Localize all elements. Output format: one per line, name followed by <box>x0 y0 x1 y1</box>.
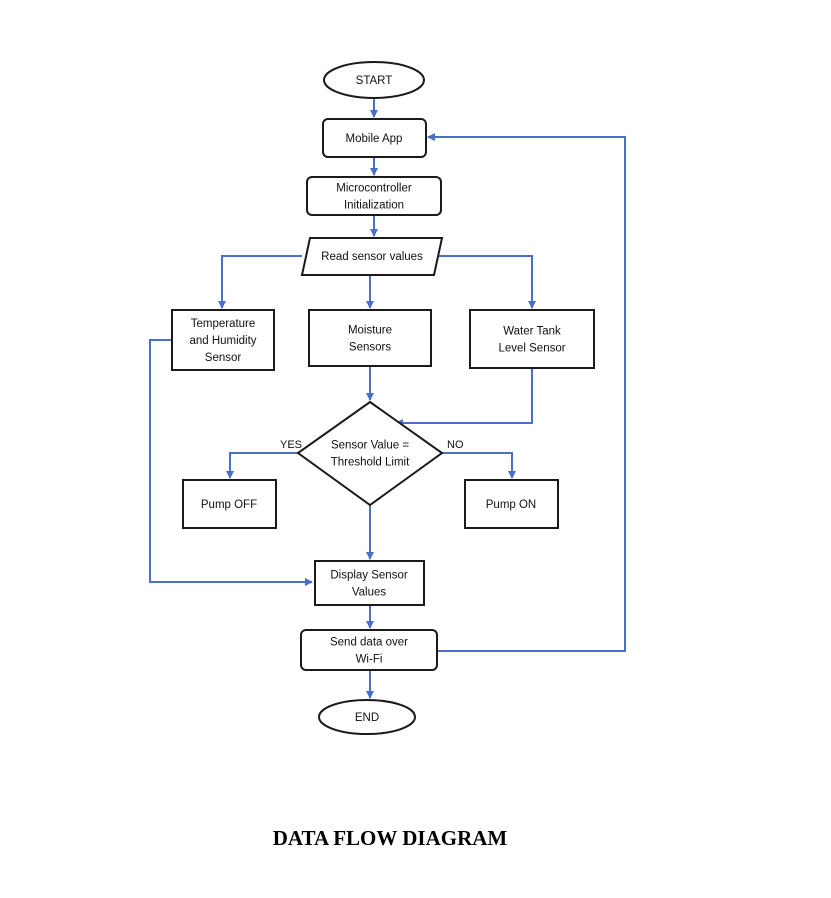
init-box <box>306 176 442 216</box>
edge-read-water <box>436 255 536 309</box>
edge-decision-pump-off <box>226 452 318 479</box>
temp-humidity-box <box>171 309 275 371</box>
node-label-line: Moisture <box>348 325 392 337</box>
node-label-line: and Humidity <box>189 335 256 347</box>
node-label-line: Temperature <box>191 318 256 330</box>
yes-label: YES <box>280 439 302 451</box>
node-label-line: Display Sensor <box>330 570 408 582</box>
node-label-line: Mobile App <box>346 133 403 145</box>
edge-read-temp <box>218 255 302 309</box>
read-sensor-parallelogram <box>300 237 444 276</box>
decision-diamond <box>296 400 444 507</box>
node-label-line: Pump OFF <box>201 499 257 511</box>
end-terminal <box>318 699 416 735</box>
pump-off-box <box>182 479 277 529</box>
edge-temp-display <box>149 339 313 586</box>
node-label-line: END <box>355 712 379 724</box>
node-label-line: Water Tank <box>503 326 561 338</box>
node-label-line: Sensor <box>205 352 242 364</box>
display-box <box>314 560 425 606</box>
node-label-line: Microcontroller <box>336 183 412 195</box>
nodes <box>171 61 595 735</box>
start-label: START <box>356 75 393 87</box>
water-tank-box <box>469 309 595 369</box>
node-label-line: Sensors <box>349 342 391 354</box>
no-label: NO <box>447 439 464 451</box>
send-box <box>300 629 438 671</box>
node-label-line: Pump ON <box>486 499 537 511</box>
pump-on-label: Pump ON <box>486 499 537 511</box>
edge-loop-send-to-mobile-app <box>427 133 626 652</box>
edges <box>149 98 626 699</box>
node-label-line: Level Sensor <box>498 343 565 355</box>
read-sensor-label: Read sensor values <box>321 251 423 263</box>
node-label-line: Wi-Fi <box>356 654 383 666</box>
node-label-line: Threshold Limit <box>331 457 410 469</box>
node-label-line: Send data over <box>330 637 408 649</box>
start-terminal <box>323 61 425 99</box>
moisture-box <box>308 309 432 367</box>
edge-decision-pump-on <box>441 452 516 479</box>
node-label-line: START <box>356 75 393 87</box>
end-label: END <box>355 712 379 724</box>
pump-off-label: Pump OFF <box>201 499 257 511</box>
node-label-line: Values <box>352 587 387 599</box>
diagram-caption: DATA FLOW DIAGRAM <box>272 826 508 850</box>
mobile-app-box <box>322 118 427 158</box>
decision-label: Sensor Value = Threshold Limit <box>331 440 410 469</box>
pump-on-box <box>464 479 559 529</box>
node-label-line: Sensor Value = <box>331 440 409 452</box>
mobile-app-label: Mobile App <box>346 133 403 145</box>
node-label-line: Read sensor values <box>321 251 423 263</box>
edge-water-decision <box>395 368 533 427</box>
node-label-line: Initialization <box>344 200 404 212</box>
